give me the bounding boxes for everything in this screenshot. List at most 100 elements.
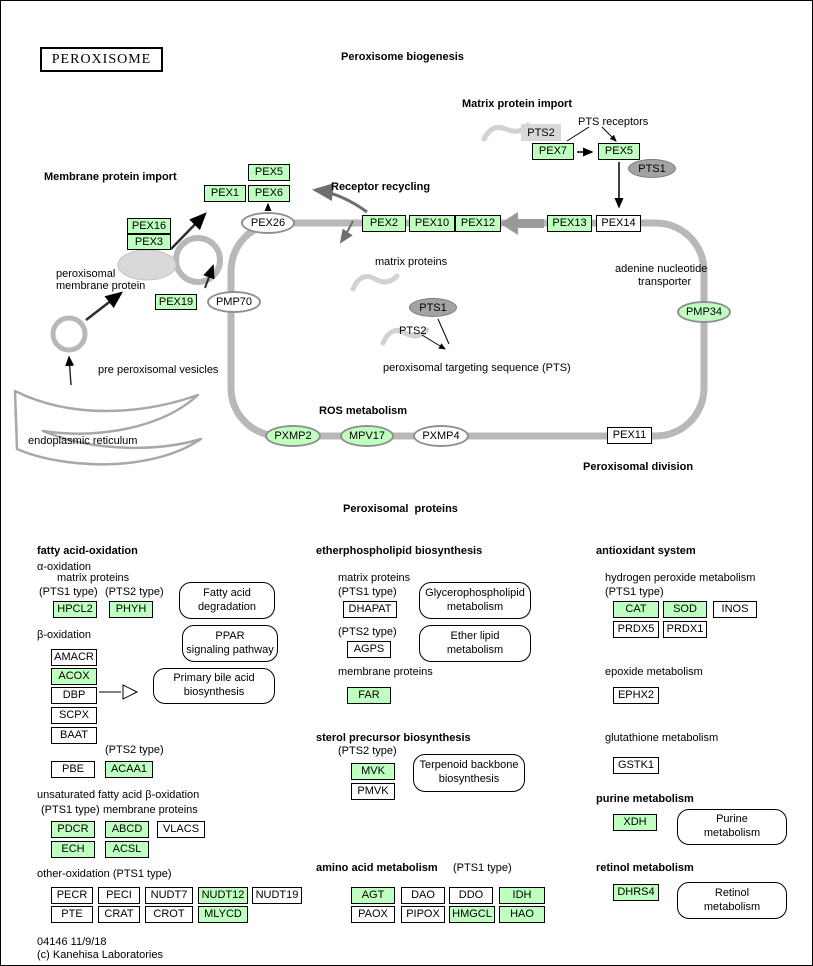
gene-pex13[interactable]: PEX13: [547, 215, 592, 232]
arrow-er-to-vesicle: [65, 355, 75, 386]
gene-agt[interactable]: AGT: [351, 887, 395, 904]
gene-scpx[interactable]: SCPX: [51, 707, 97, 724]
gene-agps[interactable]: AGPS: [347, 641, 391, 658]
gene-mvk[interactable]: MVK: [351, 763, 395, 780]
gene-pex7[interactable]: PEX7: [532, 143, 574, 160]
gene-pex26[interactable]: PEX26: [241, 212, 295, 234]
gene-pxmp4[interactable]: PXMP4: [413, 425, 469, 447]
gene-nudt19[interactable]: NUDT19: [252, 887, 302, 904]
label-pre-peroxisomal-vesicles: pre peroxisomal vesicles: [98, 364, 219, 376]
gene-pex2[interactable]: PEX2: [362, 215, 406, 232]
endoplasmic-reticulum-shape: [13, 389, 203, 466]
pathway-label: Ether lipid: [450, 629, 500, 642]
pathway-label: degradation: [197, 600, 257, 613]
label-matrix-protein-import: Matrix protein import: [462, 98, 573, 110]
gene-far[interactable]: FAR: [347, 687, 391, 704]
gene-ddo[interactable]: DDO: [449, 887, 493, 904]
label-pts2: PTS2: [399, 325, 427, 337]
label-pts1-type: (PTS1 type): [338, 586, 397, 598]
gene-vlacs[interactable]: VLACS: [157, 821, 205, 838]
gene-hao[interactable]: HAO: [499, 906, 545, 923]
gene-pxmp2[interactable]: PXMP2: [265, 425, 321, 447]
label-pts2-type: (PTS2 type): [338, 626, 397, 638]
gene-pbe[interactable]: PBE: [51, 761, 95, 778]
gene-nudt12[interactable]: NUDT12: [198, 887, 248, 904]
gene-pex6[interactable]: PEX6: [248, 185, 290, 202]
gene-dhapat[interactable]: DHAPAT: [343, 601, 397, 618]
label-other-oxidation: other-oxidation (PTS1 type): [37, 868, 172, 880]
gene-xdh[interactable]: XDH: [613, 814, 657, 831]
gene-pecr[interactable]: PECR: [51, 887, 93, 904]
gene-pex5-recycling[interactable]: PEX5: [248, 164, 290, 181]
gene-pex5-import[interactable]: PEX5: [598, 143, 640, 160]
pathway-link-fatty-acid-degradation[interactable]: Fatty acid degradation: [179, 582, 275, 619]
gene-amacr[interactable]: AMACR: [51, 649, 97, 666]
pathway-link-terpenoid-backbone[interactable]: Terpenoid backbone biosynthesis: [413, 754, 525, 792]
gene-gstk1[interactable]: GSTK1: [613, 757, 659, 774]
gene-sod[interactable]: SOD: [663, 601, 707, 618]
gene-crot[interactable]: CROT: [145, 906, 193, 923]
gene-ech[interactable]: ECH: [51, 841, 95, 858]
marker-pts1-receptor: PTS1: [628, 159, 676, 178]
gene-mpv17[interactable]: MPV17: [340, 425, 394, 447]
gene-inos[interactable]: INOS: [713, 601, 757, 618]
gene-pex12[interactable]: PEX12: [455, 215, 501, 232]
pathway-link-ether-lipid[interactable]: Ether lipid metabolism: [419, 625, 531, 662]
gene-baat[interactable]: BAAT: [51, 727, 97, 744]
pathway-link-glycerophospholipid[interactable]: Glycerophospholipid metabolism: [419, 582, 531, 619]
label-antioxidant-system: antioxidant system: [596, 545, 696, 557]
label-transporter: transporter: [638, 276, 692, 288]
gene-dbp[interactable]: DBP: [51, 687, 97, 704]
pathway-label: metabolism: [703, 900, 761, 913]
gene-pipox[interactable]: PIPOX: [401, 906, 445, 923]
gene-pex11[interactable]: PEX11: [607, 427, 652, 444]
gene-acsl[interactable]: ACSL: [105, 841, 149, 858]
gene-pte[interactable]: PTE: [51, 906, 93, 923]
pathway-link-primary-bile-acid[interactable]: Primary bile acid biosynthesis: [153, 668, 275, 704]
gene-cat[interactable]: CAT: [613, 601, 659, 618]
gene-ephx2[interactable]: EPHX2: [613, 687, 659, 704]
gene-acaa1[interactable]: ACAA1: [105, 761, 153, 778]
gene-pmp34[interactable]: PMP34: [677, 301, 731, 323]
gene-phyh[interactable]: PHYH: [109, 601, 153, 618]
gene-paox[interactable]: PAOX: [351, 906, 395, 923]
gene-abcd[interactable]: ABCD: [105, 821, 149, 838]
gene-pmvk[interactable]: PMVK: [351, 783, 395, 800]
label-matrix-proteins: matrix proteins: [57, 572, 130, 584]
gene-acox[interactable]: ACOX: [51, 668, 97, 685]
gene-nudt7[interactable]: NUDT7: [145, 887, 193, 904]
gene-pex16[interactable]: PEX16: [127, 218, 171, 234]
gene-hpcl2[interactable]: HPCL2: [53, 601, 97, 618]
arrow-pex19-to-vesicle: [203, 264, 215, 289]
gene-dhrs4[interactable]: DHRS4: [613, 884, 659, 901]
membrane-protein-blob: [117, 249, 177, 281]
label-ros-metabolism: ROS metabolism: [319, 405, 408, 417]
pathway-label: metabolism: [446, 643, 504, 656]
label-amino-acid-metabolism: amino acid metabolism: [316, 862, 438, 874]
gene-peci[interactable]: PECI: [98, 887, 140, 904]
gene-pex19[interactable]: PEX19: [155, 294, 197, 310]
gene-dao[interactable]: DAO: [401, 887, 445, 904]
gene-pdcr[interactable]: PDCR: [51, 821, 95, 838]
gene-pex1[interactable]: PEX1: [204, 185, 246, 202]
pathway-link-purine-metabolism[interactable]: Purine metabolism: [677, 809, 787, 845]
open-arrowhead: [122, 684, 139, 700]
gene-pex3[interactable]: PEX3: [127, 234, 171, 250]
label-unsaturated-beta-oxidation: unsaturated fatty acid β-oxidation: [37, 789, 200, 801]
gene-prdx5[interactable]: PRDX5: [613, 621, 659, 638]
pathway-link-retinol-metabolism[interactable]: Retinol metabolism: [677, 882, 787, 919]
gene-crat[interactable]: CRAT: [98, 906, 140, 923]
gene-hmgcl[interactable]: HMGCL: [449, 906, 495, 923]
gene-mlycd[interactable]: MLYCD: [198, 906, 248, 923]
pathway-link-ppar-signaling[interactable]: PPAR signaling pathway: [182, 625, 278, 662]
gene-pmp70[interactable]: PMP70: [207, 291, 261, 313]
pathway-label: Retinol: [714, 886, 750, 899]
gene-pex10[interactable]: PEX10: [409, 215, 455, 232]
label-pts1-type: (PTS1 type): [453, 862, 512, 874]
gene-pex14[interactable]: PEX14: [596, 215, 641, 232]
pathway-label: biosynthesis: [183, 686, 245, 698]
label-beta-oxidation: β-oxidation: [37, 629, 92, 641]
gene-prdx1[interactable]: PRDX1: [663, 621, 707, 638]
gene-idh[interactable]: IDH: [499, 887, 545, 904]
